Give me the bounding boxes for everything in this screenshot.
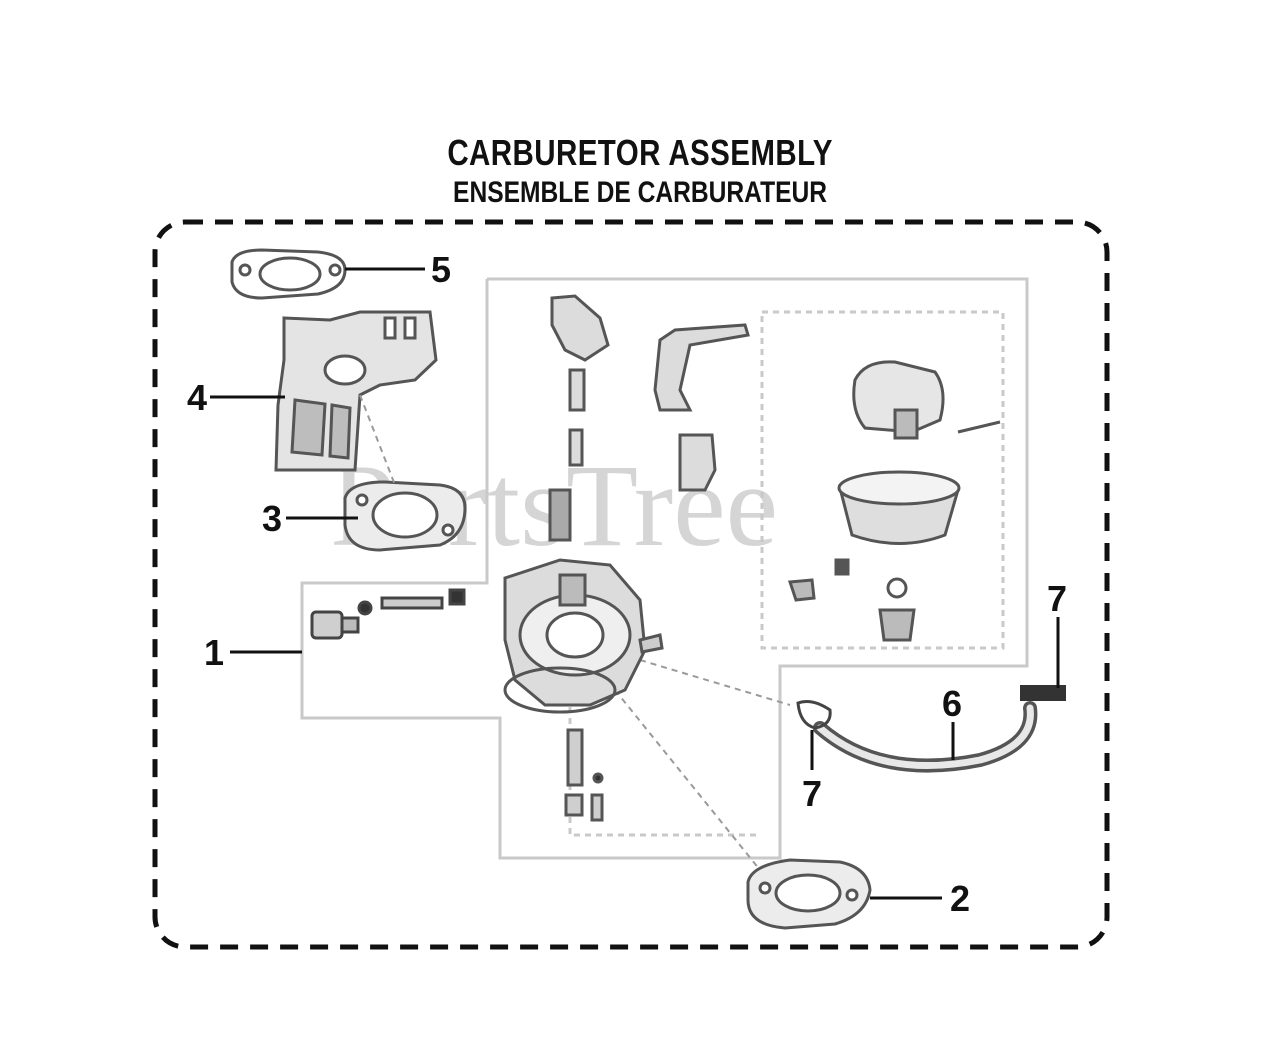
callout-6: 6 [942, 683, 962, 724]
part-3-gasket [343, 480, 467, 552]
leader-lines [210, 267, 1060, 900]
callout-7-right: 7 [1047, 578, 1067, 619]
lower-jet-parts [564, 728, 604, 822]
alignment-lines [359, 394, 791, 871]
upper-linkage-parts [550, 294, 750, 492]
part-6-fuel-hose [796, 685, 1066, 773]
part-1-carburetor-body [503, 488, 664, 714]
grouping-frames [300, 277, 1029, 860]
part-1-adjust-screws [310, 588, 466, 640]
callout-7-bottom: 7 [802, 773, 822, 814]
callout-3: 3 [262, 498, 282, 539]
part-2-gasket [746, 858, 872, 930]
diagram-subtitle: ENSEMBLE DE CARBURATEUR [452, 176, 828, 209]
callout-4: 4 [187, 377, 207, 418]
callout-1: 1 [204, 632, 224, 673]
diagram-title: CARBURETOR ASSEMBLY [447, 132, 833, 173]
part-4-bracket [274, 310, 438, 472]
diagram-title-block: CARBURETOR ASSEMBLY ENSEMBLE DE CARBURAT… [0, 132, 1280, 210]
part-5-gasket [230, 248, 347, 300]
float-bowl-group [787, 360, 1001, 642]
dashed-border [152, 219, 1110, 950]
callout-5: 5 [431, 249, 451, 290]
callout-2: 2 [950, 878, 970, 919]
